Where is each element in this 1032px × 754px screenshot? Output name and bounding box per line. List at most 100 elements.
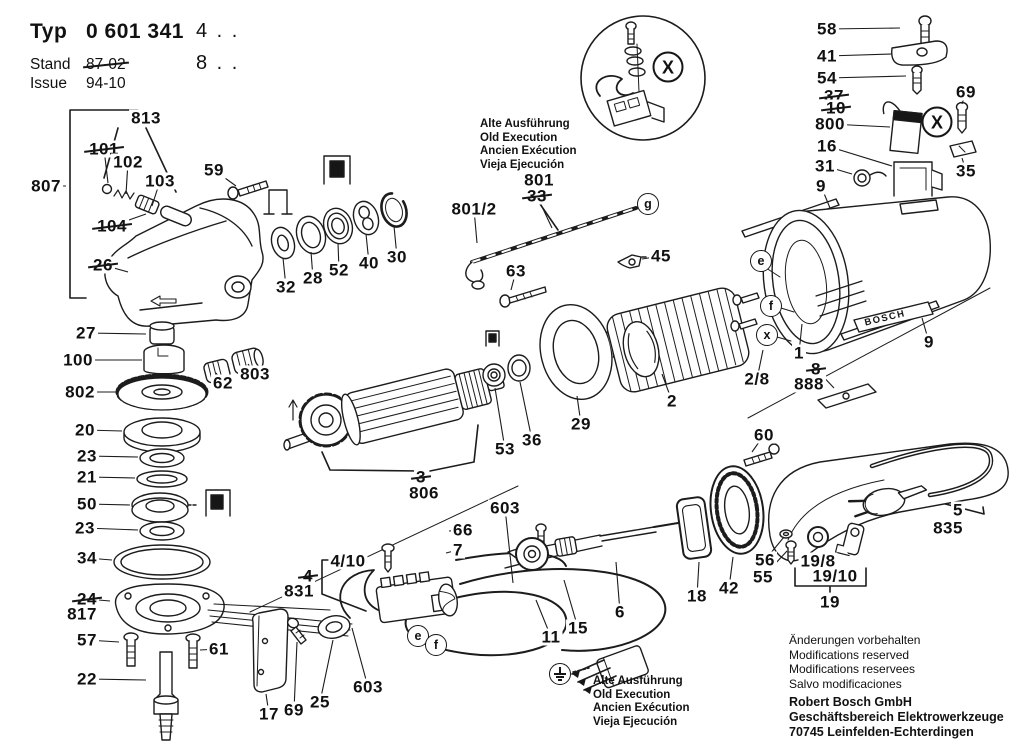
callout-104: 104	[95, 216, 129, 236]
callout-21: 21	[75, 467, 99, 487]
callout-603: 603	[488, 498, 522, 518]
callout-66: 66	[451, 520, 475, 540]
callout-56: 56	[753, 550, 777, 570]
callout-101: 101	[87, 139, 121, 159]
callout-63: 63	[504, 261, 528, 281]
callout-835: 835	[931, 518, 965, 538]
callout-69: 69	[282, 700, 306, 720]
callout-19: 19	[818, 592, 842, 612]
callout-4-10: 4/10	[328, 551, 368, 571]
callout-61: 61	[207, 639, 231, 659]
callout-10: 10	[824, 98, 848, 118]
callout-1: 1	[792, 343, 806, 363]
callout-27: 27	[74, 323, 98, 343]
circled-marker-g: g	[637, 193, 659, 215]
callout-100: 100	[61, 350, 95, 370]
callout-6: 6	[613, 602, 627, 622]
modifications-note: Änderungen vorbehalten Modifications res…	[789, 633, 921, 691]
callout-17: 17	[257, 704, 281, 724]
callout-800: 800	[813, 114, 847, 134]
callout-36: 36	[520, 430, 544, 450]
callout-32: 32	[274, 277, 298, 297]
callout-28: 28	[301, 268, 325, 288]
callout-806: 806	[407, 483, 441, 503]
callout-34: 34	[75, 548, 99, 568]
callout-59: 59	[202, 160, 226, 180]
callout-55: 55	[751, 567, 775, 587]
callout-26: 26	[91, 255, 115, 275]
callout-52: 52	[327, 260, 351, 280]
callout-33: 33	[525, 186, 549, 206]
callout-29: 29	[569, 414, 593, 434]
title-block: Typ 0 601 341 4 . . Stand 87-02 8 . . Is…	[28, 12, 268, 92]
callout-102: 102	[111, 152, 145, 172]
circled-marker-e: e	[750, 250, 772, 272]
earth-ground-symbol	[549, 663, 571, 685]
callout-30: 30	[385, 247, 409, 267]
callout-2: 2	[665, 391, 679, 411]
callout-3: 3	[414, 467, 428, 487]
callout-11: 11	[539, 627, 563, 647]
callout-53: 53	[493, 439, 517, 459]
issue-value: 94-10	[86, 75, 126, 92]
typ-suffix: 4 . .	[196, 20, 240, 42]
legal-block: Änderungen vorbehalten Modifications res…	[789, 633, 1004, 740]
callout-23: 23	[75, 446, 99, 466]
callout-19-8: 19/8	[798, 551, 838, 571]
callout-24: 24	[75, 589, 99, 609]
stand-label: Stand	[30, 56, 71, 73]
company-address: Robert Bosch GmbH Geschäftsbereich Elekt…	[789, 695, 1004, 739]
callout-57: 57	[75, 630, 99, 650]
callout-103: 103	[143, 171, 177, 191]
callout-45: 45	[649, 246, 673, 266]
old-execution-note-top: Alte Ausführung Old Execution Ancien Exé…	[480, 118, 577, 171]
callout-817: 817	[65, 604, 99, 624]
callout-2-8: 2/8	[742, 369, 772, 389]
callout-16: 16	[815, 136, 839, 156]
callout-40: 40	[357, 253, 381, 273]
callout-25: 25	[308, 692, 332, 712]
callout-831: 831	[282, 581, 316, 601]
callout-7: 7	[451, 540, 465, 560]
typ-label: Typ	[30, 20, 68, 43]
callout-603: 603	[351, 677, 385, 697]
callout-69: 69	[954, 82, 978, 102]
callout-802: 802	[63, 382, 97, 402]
stand-suffix: 8 . .	[196, 52, 240, 74]
callout-801: 801	[522, 170, 556, 190]
old-execution-note-bottom: Alte Ausführung Old Execution Ancien Exé…	[593, 675, 690, 728]
callout-807: 807	[29, 176, 63, 196]
callout-803: 803	[238, 364, 272, 384]
callout-18: 18	[685, 586, 709, 606]
circled-marker-X: X	[921, 106, 953, 138]
callout-5: 5	[951, 500, 965, 520]
callout-801-2: 801/2	[449, 199, 499, 219]
callout-8: 8	[809, 359, 823, 379]
callout-60: 60	[752, 425, 776, 445]
callout-42: 42	[717, 578, 741, 598]
callout-20: 20	[73, 420, 97, 440]
circled-marker-x: x	[756, 324, 778, 346]
typ-value: 0 601 341	[86, 20, 184, 43]
callout-35: 35	[954, 161, 978, 181]
issue-label: Issue	[30, 75, 68, 92]
circled-marker-f: f	[425, 634, 447, 656]
callout-4: 4	[301, 566, 315, 586]
callout-19-10: 19/10	[810, 566, 860, 586]
stand-value: 87-02	[86, 56, 126, 73]
callout-54: 54	[815, 68, 839, 88]
callout-22: 22	[75, 669, 99, 689]
callout-31: 31	[813, 156, 837, 176]
circled-marker-X: X	[652, 51, 684, 83]
callout-15: 15	[566, 618, 590, 638]
callout-62: 62	[211, 373, 235, 393]
callout-23: 23	[73, 518, 97, 538]
circled-marker-f: f	[760, 295, 782, 317]
callout-813: 813	[129, 108, 163, 128]
callout-41: 41	[815, 46, 839, 66]
callout-9: 9	[922, 332, 936, 352]
callout-50: 50	[75, 494, 99, 514]
callout-888: 888	[792, 374, 826, 394]
